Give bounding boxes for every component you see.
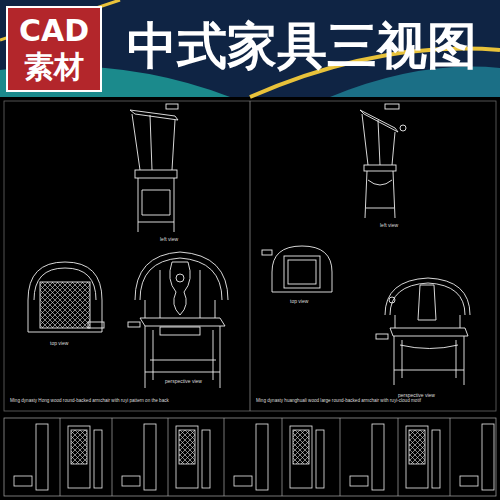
badge-box: CAD素材 [6, 6, 102, 92]
cabinet-drawings [14, 424, 494, 490]
header-band [0, 0, 500, 97]
chair-left-side-view [130, 104, 178, 232]
view-label: top view [290, 298, 350, 304]
chair-right-perspective-view [376, 278, 470, 385]
panel-divider [250, 101, 251, 411]
view-label: top view [50, 340, 110, 346]
badge-text: CAD [19, 13, 89, 49]
chair-right-top-view [262, 246, 332, 292]
chair-left-perspective-view [128, 252, 228, 388]
drawing-caption: Ming dynasty Hong wood round-backed armc… [10, 398, 246, 404]
chair-left-top-view [28, 262, 104, 332]
banner-title: 中式家具三视图 [108, 14, 496, 78]
badge-text: 素材 [24, 49, 84, 85]
view-label: perspective view [165, 378, 235, 384]
cabinet-strip [4, 418, 496, 496]
view-label: left view [160, 236, 220, 242]
sheet-border [4, 101, 496, 411]
drawing-caption: Ming dynasty huanghuali wood large round… [256, 398, 492, 404]
view-label: perspective view [398, 392, 478, 398]
chair-right-side-view [360, 104, 406, 218]
view-label: left view [380, 222, 440, 228]
